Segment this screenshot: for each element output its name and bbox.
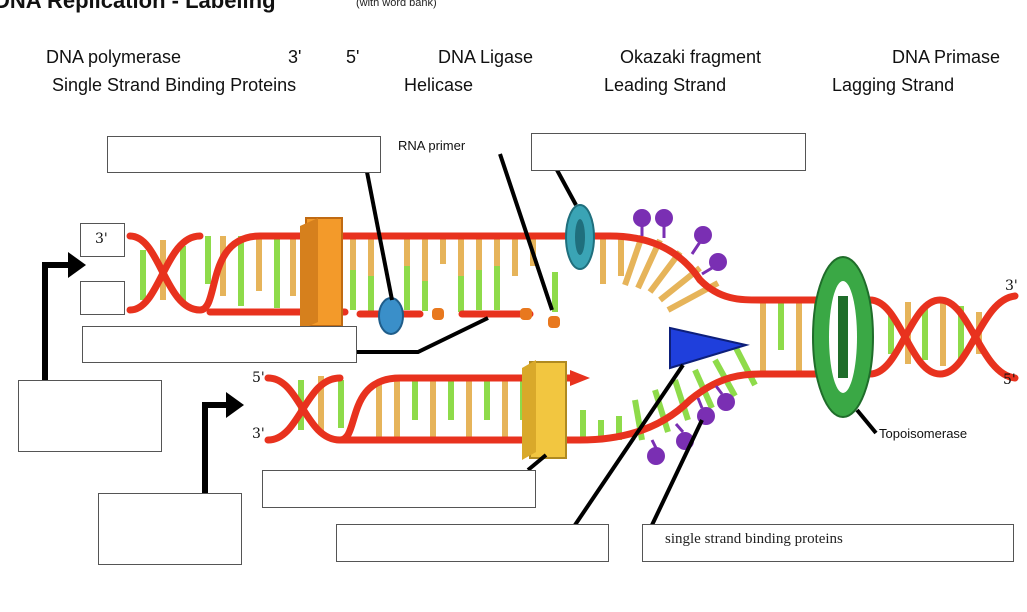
topoisomerase-ring [812, 256, 874, 418]
dna-backbones [126, 232, 1019, 444]
rna-primer-label: RNA primer [398, 138, 466, 153]
end-label-left-bottom: 5' [252, 370, 265, 386]
answer-box-helicase[interactable] [336, 524, 609, 562]
leader-lines [356, 153, 878, 527]
answer-box-leading[interactable] [98, 493, 242, 565]
sliding-clamp [565, 204, 595, 270]
leading-strand-arrowhead [570, 370, 590, 386]
upper-strand-bases [205, 235, 720, 313]
answer-box-okazaki[interactable] [82, 326, 357, 363]
word-3-prime: 3' [288, 47, 302, 67]
helicase-wedge [669, 326, 750, 370]
topoisomerase-label: Topoisomerase [879, 426, 968, 441]
answer-box-ssb-text: single strand binding proteins [665, 531, 843, 547]
left-arrow-lower [202, 392, 244, 493]
word-dna-primase: DNA Primase [892, 47, 1001, 67]
left-arrow-upper [42, 252, 86, 380]
word-dna-polymerase: DNA polymerase [46, 47, 182, 67]
page-title: DNA Replication - Labeling [0, 0, 276, 13]
word-ssb-proteins: Single Strand Binding Proteins [52, 75, 297, 95]
rna-primers [432, 308, 560, 328]
word-helicase: Helicase [404, 75, 474, 95]
answer-box-5prime[interactable] [80, 281, 125, 315]
answer-box-3prime[interactable]: 3' [80, 223, 125, 257]
page-subtitle: (with word bank) [356, 0, 437, 9]
word-okazaki-fragment: Okazaki fragment [620, 47, 762, 67]
dna-polymerase-upper [300, 217, 343, 330]
answer-box-ssb[interactable]: single strand binding proteins [642, 524, 1014, 562]
answer-box-polymerase-upper[interactable] [107, 136, 381, 173]
word-leading-strand: Leading Strand [604, 75, 727, 95]
word-5-prime: 5' [346, 47, 360, 67]
end-label-right-top: 3' [1005, 278, 1018, 294]
primase-blob [378, 297, 404, 335]
word-lagging-strand: Lagging Strand [832, 75, 955, 95]
answer-box-3prime-text: 3' [95, 231, 108, 247]
answer-box-polymerase-lower[interactable] [262, 470, 536, 508]
answer-box-lagging[interactable] [18, 380, 162, 452]
answer-box-clamp[interactable] [531, 133, 806, 171]
end-label-right-bottom: 5' [1003, 372, 1016, 388]
word-dna-ligase: DNA Ligase [438, 47, 534, 67]
end-label-left-top: 3' [252, 426, 265, 442]
dna-polymerase-lower [522, 360, 567, 460]
